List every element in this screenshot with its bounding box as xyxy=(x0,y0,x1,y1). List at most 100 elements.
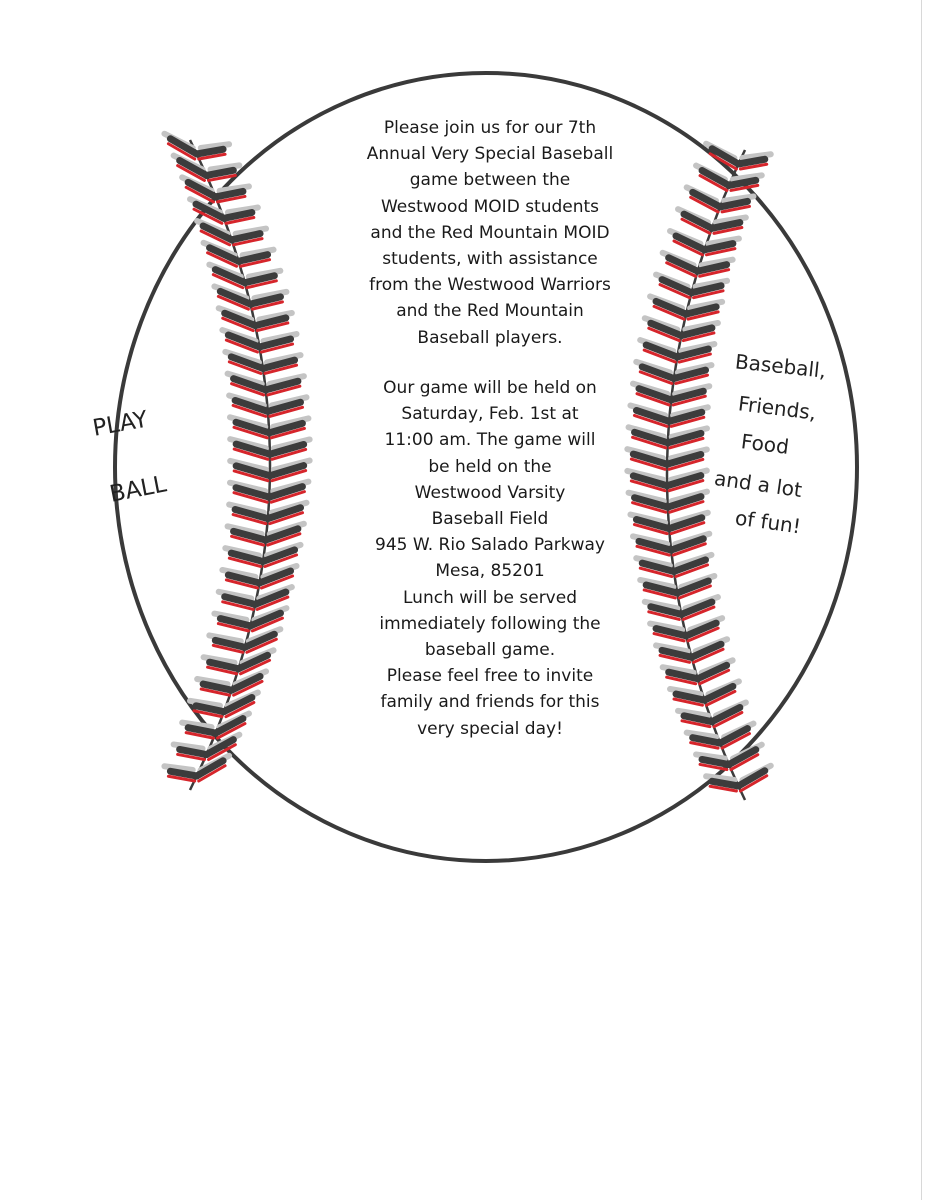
stitch-red xyxy=(638,566,674,579)
ball-outline xyxy=(113,71,859,863)
stitch-dark xyxy=(211,266,249,287)
stitch-red xyxy=(674,563,710,579)
stitch-red xyxy=(698,268,731,278)
stitch-red xyxy=(667,479,705,493)
stitch-dark xyxy=(647,319,685,340)
stitch-shadow xyxy=(674,707,711,719)
stitch-dark xyxy=(184,724,220,737)
stitch-dark xyxy=(638,559,678,576)
stitch-dark xyxy=(232,484,273,501)
stitch-red xyxy=(206,173,237,182)
stitch-shadow xyxy=(692,277,731,290)
stitch-shadow xyxy=(672,383,713,397)
stitch-red xyxy=(658,283,692,300)
stitch-dark xyxy=(708,219,744,232)
stitch-dark xyxy=(176,157,210,179)
stitch-dark xyxy=(266,440,308,458)
stitch-shadow xyxy=(633,555,673,569)
stitch-shadow xyxy=(256,309,295,323)
stitch-red xyxy=(692,289,725,300)
stitch-red xyxy=(250,300,284,311)
stitch-red xyxy=(230,534,266,547)
stitch-dark xyxy=(220,209,256,222)
stitch-red xyxy=(629,479,667,493)
stitch-shadow xyxy=(268,394,310,409)
stitch-dark xyxy=(632,406,673,425)
stitch-shadow xyxy=(200,654,238,666)
stitch-dark xyxy=(688,282,725,297)
stitch-shadow xyxy=(239,246,277,259)
stitch-red xyxy=(239,658,272,676)
detail-line: Baseball Field xyxy=(431,509,549,530)
stitch-red xyxy=(665,675,698,686)
detail-line: family and friends for this xyxy=(380,692,600,713)
stitch-dark xyxy=(708,703,744,726)
detail-line: immediately following the xyxy=(379,613,601,634)
stitch-red xyxy=(192,207,224,225)
stitch-shadow xyxy=(226,501,267,516)
stitch-dark xyxy=(635,537,675,554)
stitch-dark xyxy=(264,398,305,415)
stitch-red xyxy=(232,425,269,440)
stitch-shadow xyxy=(670,404,711,419)
invite-line: Westwood MOID students xyxy=(380,196,600,217)
stitch-red xyxy=(681,605,716,621)
stitch-shadow xyxy=(641,598,681,612)
stitch-red xyxy=(266,532,302,547)
stitch-dark xyxy=(212,187,247,201)
stitch-shadow xyxy=(224,523,265,538)
stitch-dark xyxy=(246,293,284,308)
stitch-shadow xyxy=(630,533,671,548)
stitch-red xyxy=(698,762,729,772)
stitch-dark xyxy=(689,734,724,747)
stitch-red xyxy=(206,665,239,676)
stitch-red xyxy=(231,513,268,526)
stitch-dark xyxy=(192,702,228,716)
stitch-red xyxy=(263,363,299,375)
stitch-red xyxy=(708,784,738,793)
stitch-shadow xyxy=(705,235,742,247)
stitch-dark xyxy=(220,693,256,716)
stitch-shadow xyxy=(266,373,307,387)
stitch-shadow xyxy=(270,415,312,430)
stitch-red xyxy=(698,174,729,192)
stitch-red xyxy=(266,384,302,397)
stitch-dark xyxy=(241,272,278,287)
stitch-red xyxy=(268,511,305,526)
stitch-dark xyxy=(663,472,705,490)
stitch-dark xyxy=(642,341,681,361)
stitch-red xyxy=(638,370,674,385)
stitch-red xyxy=(652,632,686,643)
stitch-shadow xyxy=(270,436,313,452)
stitch-dark xyxy=(235,251,272,265)
stitch-shadow xyxy=(659,664,697,676)
stitch-shadow xyxy=(260,331,300,345)
detail-line: very special day! xyxy=(417,718,563,739)
stitch-red xyxy=(729,183,760,192)
stitch-red xyxy=(269,490,306,504)
stitch-red xyxy=(221,600,255,611)
stitch-shadow xyxy=(683,729,720,741)
stitch-dark xyxy=(227,549,267,566)
stitch-dark xyxy=(734,767,769,790)
stitch-dark xyxy=(206,658,243,673)
stitch-shadow xyxy=(179,719,215,731)
stitch-dark xyxy=(682,619,720,640)
stitch-dark xyxy=(184,178,220,201)
stitch-dark xyxy=(708,145,742,168)
invite-line: game between the xyxy=(409,170,571,191)
stitch-red xyxy=(629,457,667,471)
stitch-dark xyxy=(647,603,685,618)
stitch-red xyxy=(255,321,290,333)
stitch-dark xyxy=(698,167,733,189)
stitch-red xyxy=(216,294,250,311)
stitch-dark xyxy=(230,527,270,544)
stitch-shadow xyxy=(263,352,304,366)
stitch-red xyxy=(197,764,227,783)
stitch-dark xyxy=(221,309,259,330)
stitch-red xyxy=(259,342,295,354)
stitch-shadow xyxy=(207,162,243,173)
stitch-dark xyxy=(670,366,710,382)
stitch-dark xyxy=(632,516,673,533)
